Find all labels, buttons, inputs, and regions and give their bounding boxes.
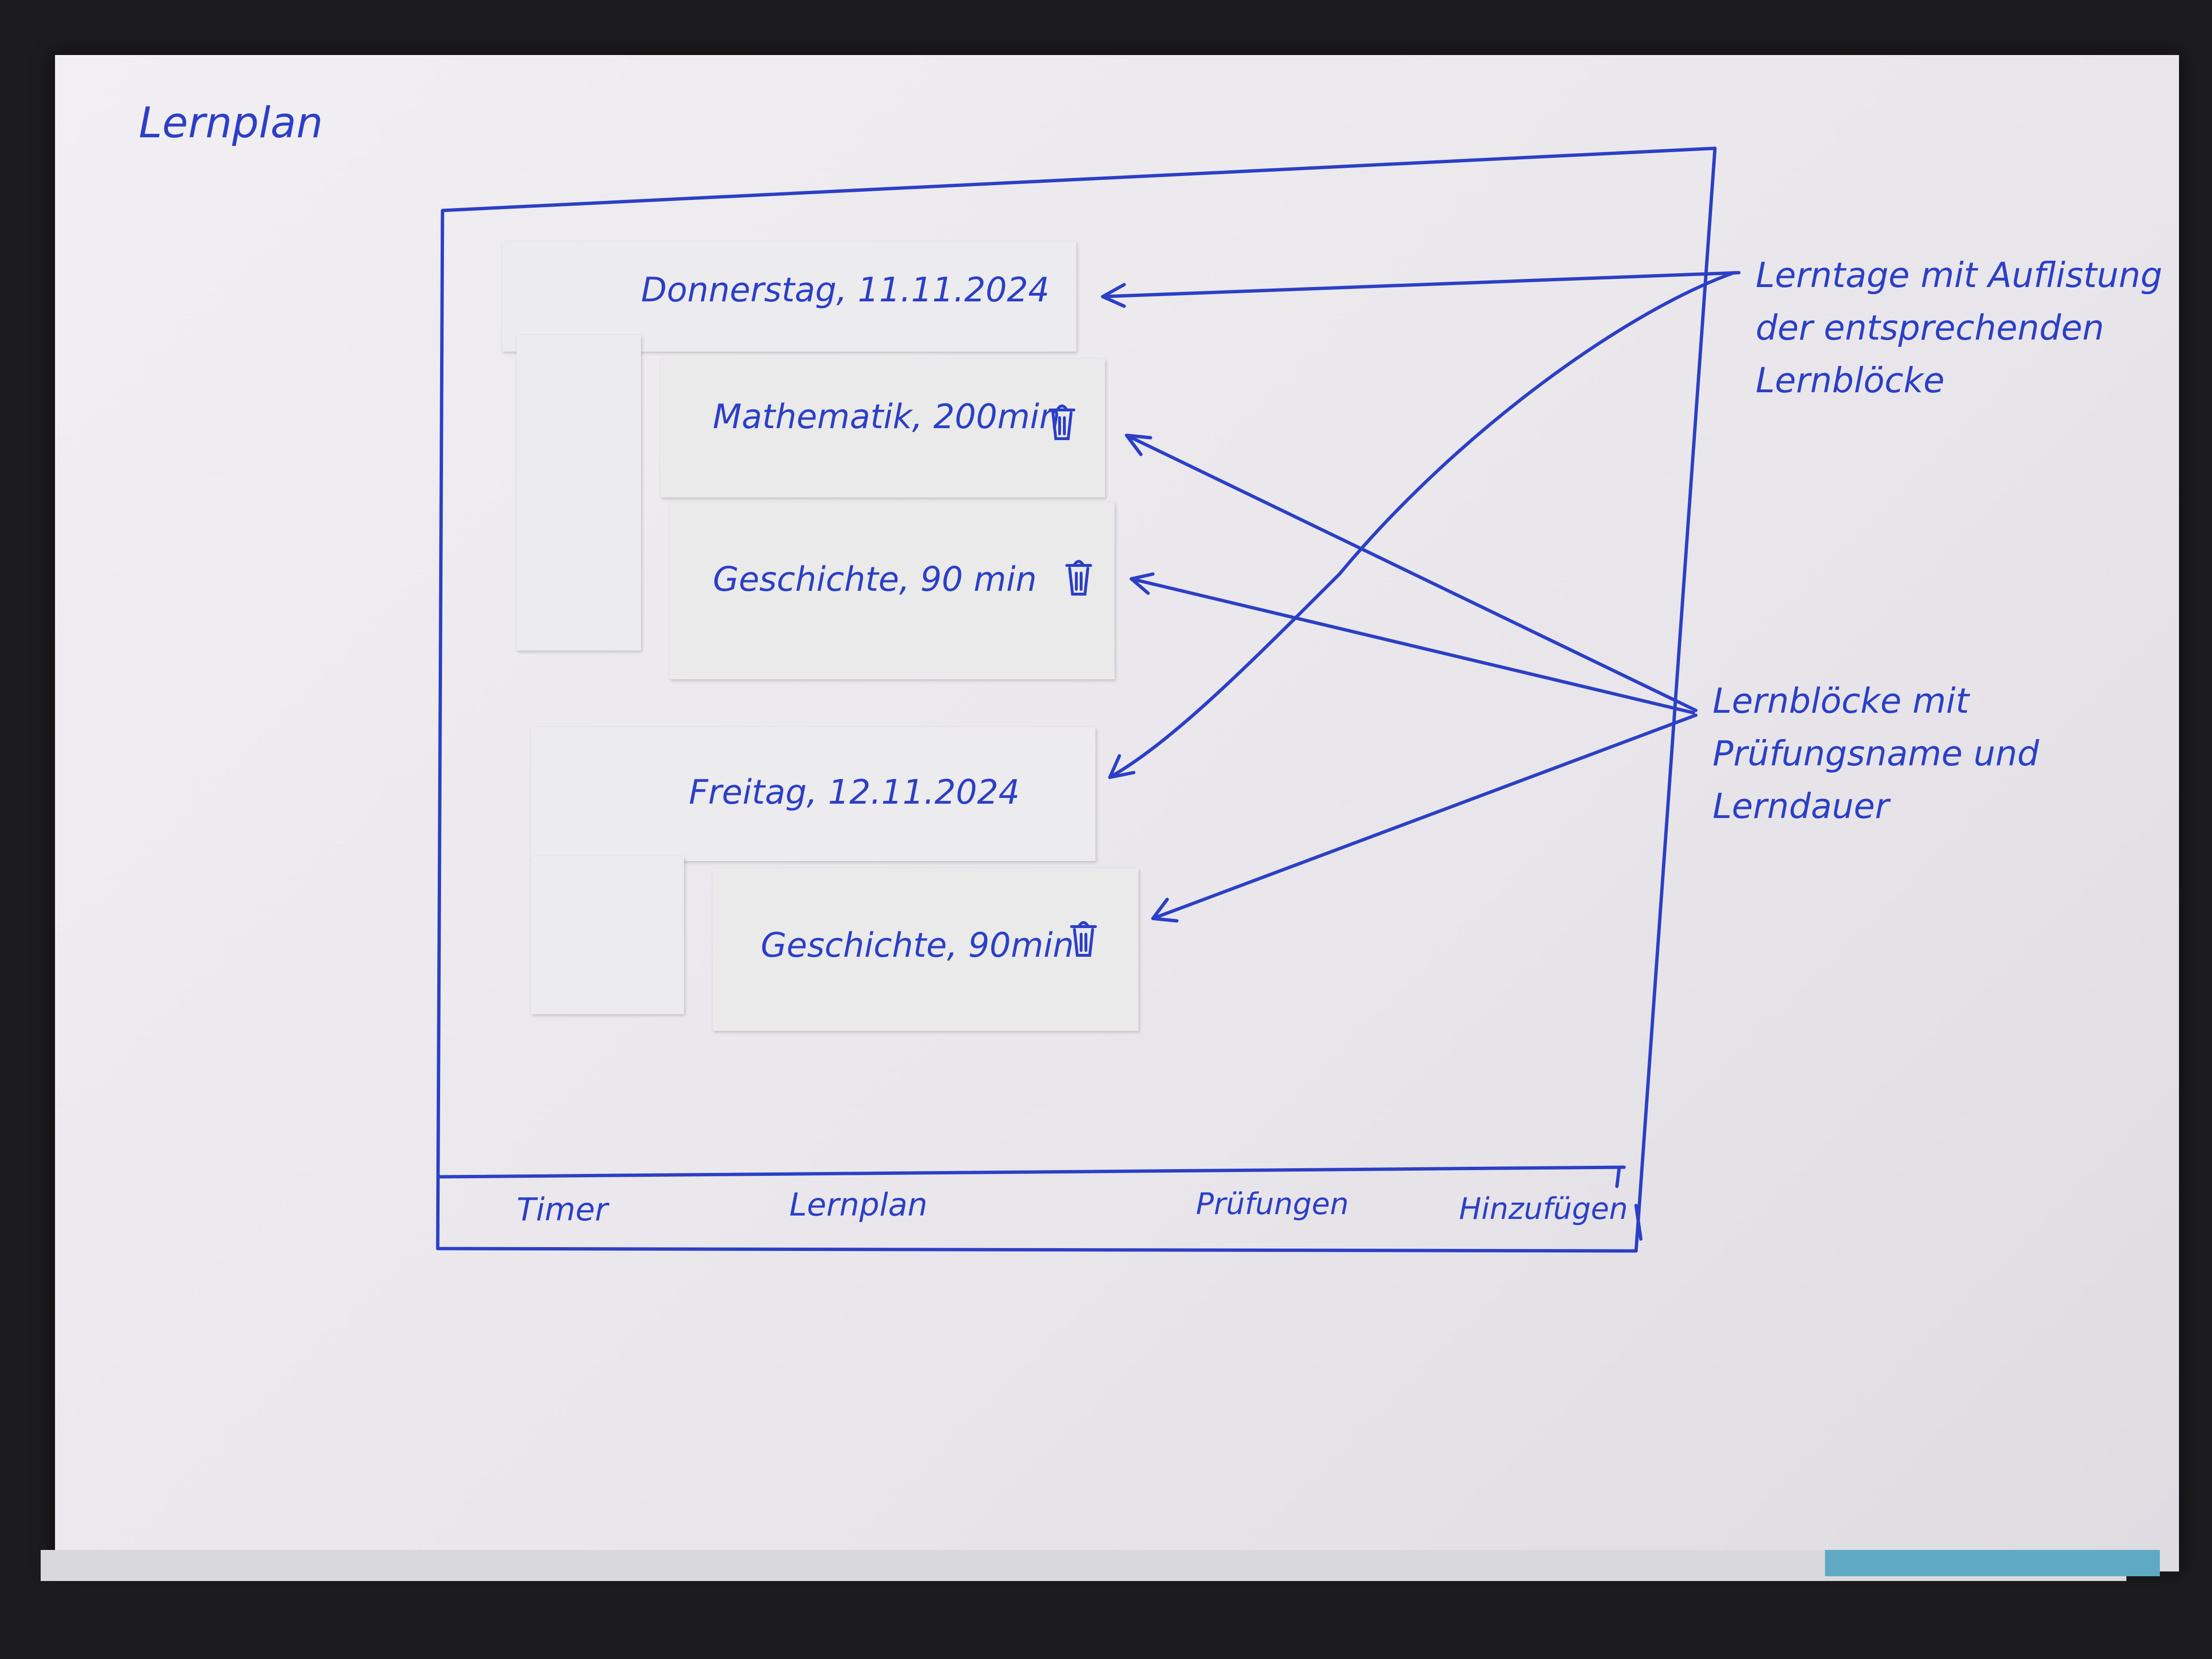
trash-icon[interactable]: [1045, 399, 1079, 442]
phone-frame: [436, 146, 1717, 1253]
annotation-learning-days: Lerntage mit Auflistung der entsprechend…: [1756, 249, 2162, 407]
arrow-block-3: [1151, 713, 1698, 920]
study-block[interactable]: [713, 868, 1139, 1031]
day-card: [502, 242, 1076, 352]
trash-icon[interactable]: [1067, 916, 1100, 959]
day-card-tail: [517, 335, 641, 651]
nav-item-lernplan[interactable]: Lernplan: [789, 1186, 928, 1223]
day-card: [531, 727, 1095, 861]
annotation-line: Prüfungsname und: [1713, 733, 2039, 774]
arrow-day-1: [1101, 271, 1741, 299]
nav-item-hinzufuegen[interactable]: Hinzufügen: [1459, 1191, 1628, 1226]
nav-item-pruefungen[interactable]: Prüfungen: [1196, 1186, 1349, 1221]
annotation-line: Lerndauer: [1713, 786, 1889, 826]
page-title: Lernplan: [139, 98, 323, 147]
paper-edge: [41, 1550, 2126, 1581]
arrow-block-1: [1125, 433, 1698, 712]
nav-separator: [438, 1165, 1626, 1179]
arrow-block-2: [1129, 577, 1695, 715]
trash-icon[interactable]: [1062, 555, 1095, 598]
paper-sheet: [55, 55, 2179, 1571]
nav-item-timer[interactable]: Timer: [517, 1191, 608, 1228]
study-block-label: Geschichte, 90 min: [713, 560, 1037, 599]
study-block-label: Mathematik, 200min: [713, 397, 1061, 436]
blue-paper-tab: [1825, 1550, 2160, 1576]
annotation-line: Lernblöcke mit: [1713, 681, 1969, 721]
study-block[interactable]: [670, 502, 1115, 679]
annotation-line: Lerntage mit Auflistung: [1756, 255, 2163, 295]
day-label: Freitag, 12.11.2024: [689, 773, 1020, 812]
annotation-line: der entsprechenden: [1756, 308, 2104, 348]
annotation-line: Lernblöcke: [1756, 360, 1945, 400]
annotation-learning-blocks: Lernblöcke mit Prüfungsname und Lerndaue…: [1713, 675, 2039, 832]
study-block-label: Geschichte, 90min: [761, 926, 1074, 965]
day-card-tail: [531, 856, 684, 1014]
day-label: Donnerstag, 11.11.2024: [641, 270, 1050, 310]
study-block[interactable]: [660, 359, 1105, 498]
arrow-day-2: [1108, 271, 1736, 779]
